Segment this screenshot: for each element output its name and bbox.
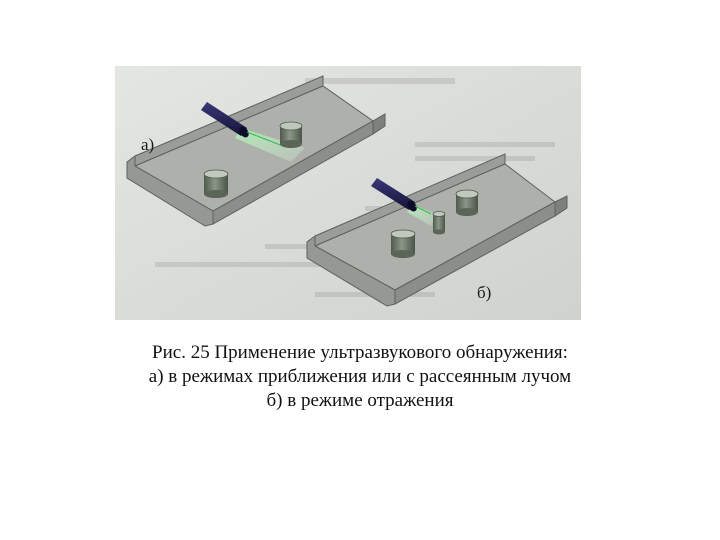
sensor-b	[371, 178, 432, 215]
panel-label-b: б)	[477, 283, 492, 302]
tray-b	[306, 153, 568, 307]
caption-line-2: а) в режимах приближения или с рассеянны…	[148, 366, 572, 387]
object-b-reflector	[432, 211, 446, 235]
figure-illustration: а) б)	[115, 66, 581, 320]
sensor-a	[201, 102, 284, 147]
panel-label-a: а)	[141, 135, 155, 154]
conveyor-diagram-svg	[115, 66, 581, 320]
object-b-front	[390, 229, 416, 258]
caption-line-1: Рис. 25 Применение ультразвукового обнар…	[152, 342, 568, 363]
object-b-back	[455, 189, 479, 216]
figure-caption: Рис. 25 Применение ультразвукового обнар…	[60, 341, 660, 413]
object-a-back	[279, 121, 303, 148]
caption-line-3: б) в режиме отражения	[266, 390, 454, 411]
tray-a	[126, 75, 386, 227]
object-a-front	[203, 169, 229, 198]
